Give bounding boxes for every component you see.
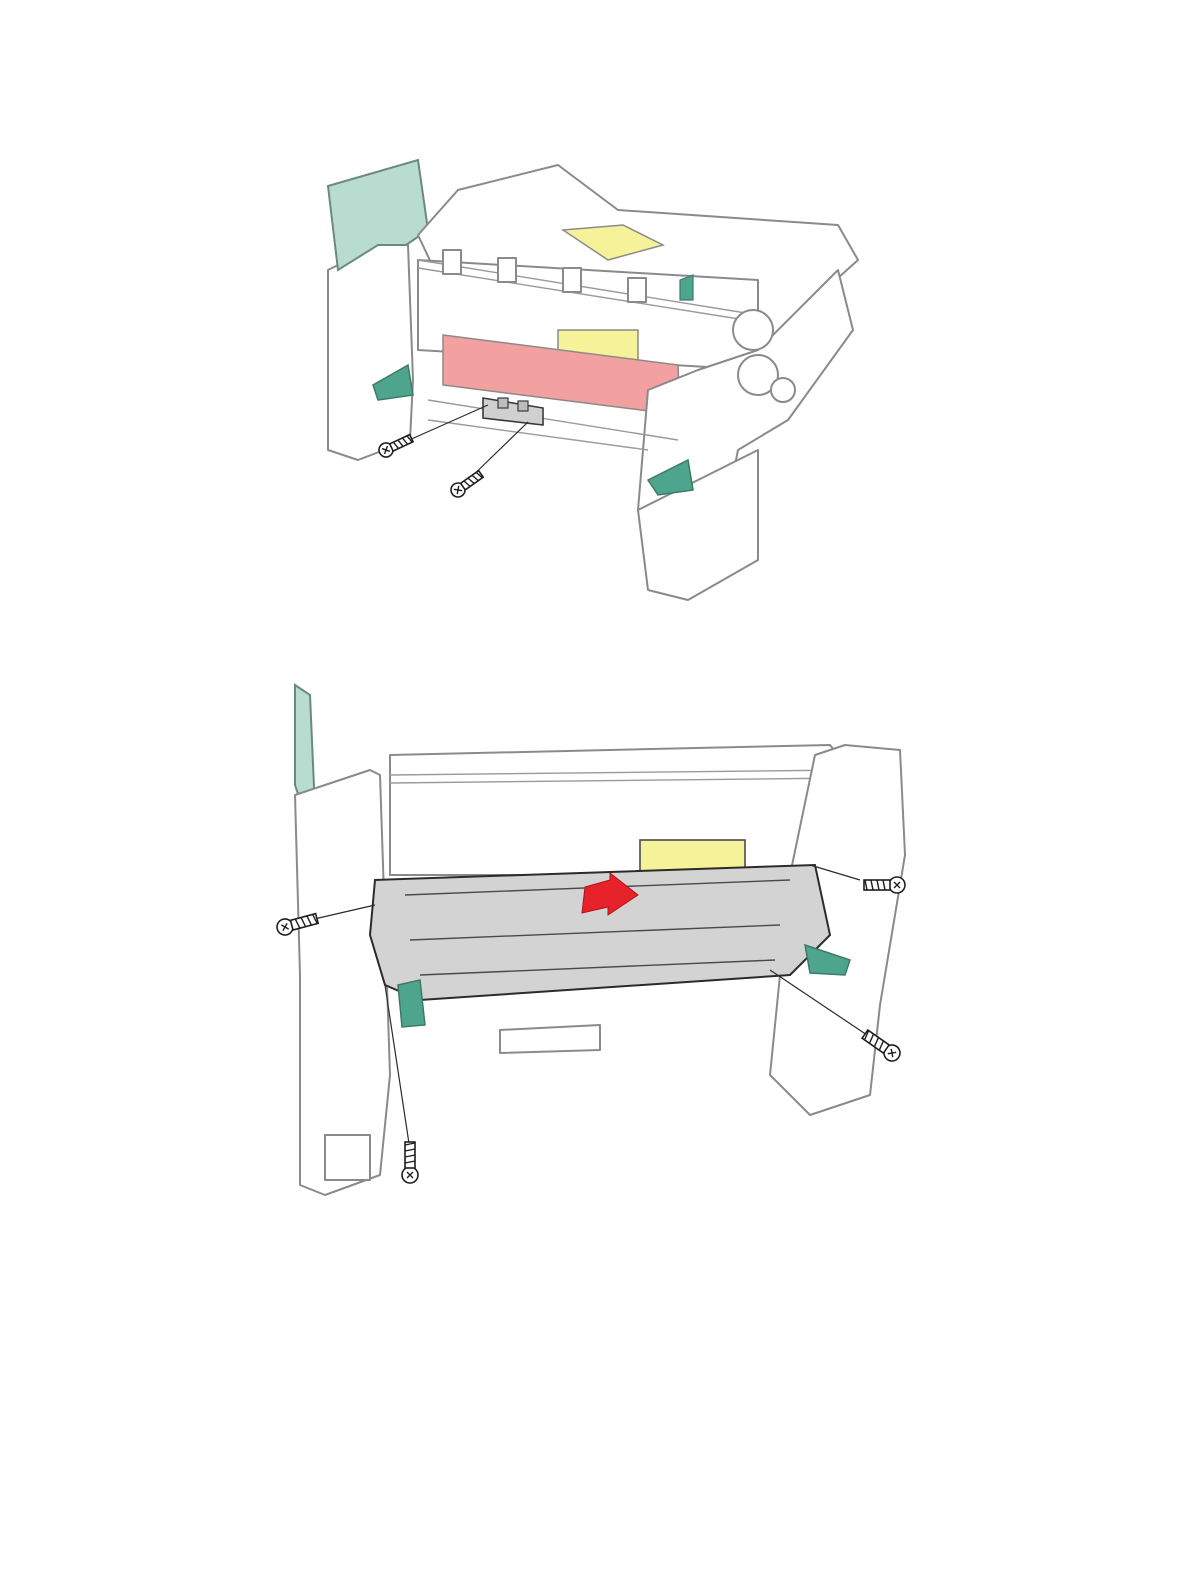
upper-feed-area: [390, 745, 850, 875]
left-side-frame: [328, 245, 413, 460]
upper-green-tab: [680, 275, 693, 300]
connector-bracket: [483, 398, 543, 425]
screw-icon: [448, 468, 485, 500]
gear-upper: [733, 310, 773, 350]
left-side-frame: [295, 770, 390, 1195]
left-release-lever: [398, 980, 425, 1027]
figure-bottom-fuser-removal: [270, 675, 930, 1215]
bottom-tray-tab: [500, 1025, 600, 1053]
power-socket: [325, 1135, 370, 1180]
screw-icon: [864, 877, 905, 893]
figure-top-printer-chassis: [318, 150, 870, 610]
screw-icon: [402, 1142, 418, 1183]
